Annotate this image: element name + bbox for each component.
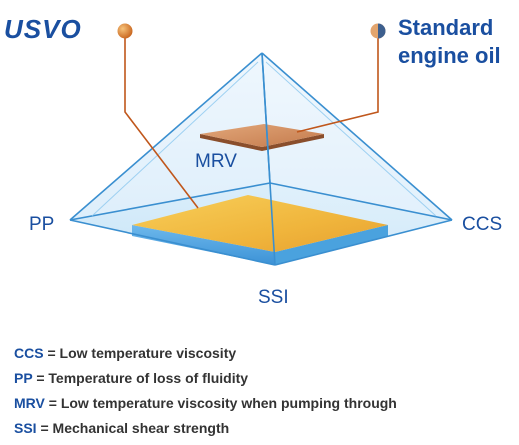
legend-row-ssi: SSI = Mechanical shear strength [14, 420, 514, 445]
edge-ssi-ccs [274, 219, 453, 266]
edge-pp-ssi [69, 219, 276, 266]
vertex-label-mrv: MRV [195, 151, 237, 172]
legend: CCS = Low temperature viscosity PP = Tem… [14, 345, 514, 445]
usvo-label: USVO [4, 14, 82, 44]
legend-key: SSI [14, 420, 37, 436]
usvo-plane-side-front [132, 225, 275, 265]
standard-oil-label-line2: engine oil [398, 43, 501, 68]
legend-row-pp: PP = Temperature of loss of fluidity [14, 370, 514, 395]
edge-apex-ccs [261, 52, 453, 221]
legend-key: CCS [14, 345, 44, 361]
edge-apex-mrv [261, 52, 271, 184]
legend-separator: = [36, 420, 53, 436]
edge-apex-pp [69, 52, 263, 221]
legend-text: Temperature of loss of fluidity [48, 370, 249, 386]
standard-marker-dot [370, 23, 386, 39]
standard-plane [200, 124, 324, 147]
usvo-plane-side-right [275, 225, 388, 265]
legend-row-ccs: CCS = Low temperature viscosity [14, 345, 514, 370]
legend-separator: = [44, 395, 61, 411]
vertex-label-pp: PP [29, 214, 55, 235]
legend-key: MRV [14, 395, 45, 411]
usvo-leader-line [124, 33, 199, 209]
legend-text: Low temperature viscosity [59, 345, 237, 361]
vertex-label-ccs: CCS [462, 214, 503, 235]
standard-leader-line [296, 33, 379, 133]
standard-oil-label: Standard engine oil [398, 14, 501, 70]
usvo-marker-dot [117, 23, 133, 39]
legend-row-mrv: MRV = Low temperature viscosity when pum… [14, 395, 514, 420]
legend-separator: = [32, 370, 49, 386]
legend-text: Low temperature viscosity when pumping t… [60, 395, 397, 411]
vertex-label-ssi: SSI [258, 287, 289, 308]
legend-text: Mechanical shear strength [52, 420, 230, 436]
standard-plane-side [200, 134, 324, 151]
usvo-plane [132, 195, 388, 252]
edge-mrv-ccs [269, 182, 453, 221]
legend-separator: = [43, 345, 60, 361]
legend-key: PP [14, 370, 33, 386]
standard-oil-label-line1: Standard [398, 15, 494, 40]
edge-pp-mrv [69, 182, 271, 221]
